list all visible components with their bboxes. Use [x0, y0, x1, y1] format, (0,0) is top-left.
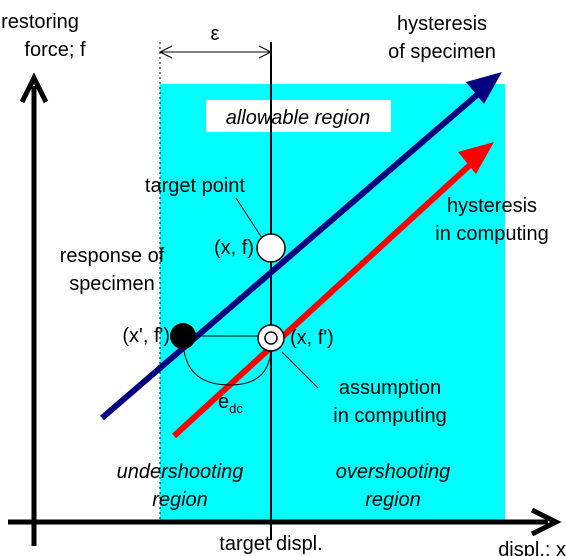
response-point-marker	[170, 323, 196, 349]
y-axis-label-line1: restoring	[1, 11, 79, 33]
assumption-label-line2: in computing	[333, 405, 446, 427]
undershooting-label-line2: region	[152, 489, 208, 511]
assumption-leader	[281, 351, 319, 389]
epsilon-label: ε	[211, 23, 220, 45]
assumption-point-marker-outer	[257, 324, 285, 352]
error-label: edc	[218, 391, 243, 416]
computing-arrowhead	[458, 142, 494, 174]
y-axis-label-line2: force; f	[24, 39, 86, 61]
allowable-label-box	[206, 100, 391, 132]
allowable-region-label: allowable region	[226, 107, 371, 129]
response-point-coord: (x', f')	[122, 325, 170, 347]
overshooting-label-line2: region	[365, 489, 421, 511]
x-axis-arrowhead	[530, 507, 562, 537]
assumption-label-line1: assumption	[339, 377, 441, 399]
epsilon-right-arrowhead	[258, 45, 273, 59]
response-label-line2: specimen	[69, 273, 155, 295]
specimen-arrowhead	[466, 72, 502, 104]
specimen-label-line1: hysteresis	[397, 13, 487, 35]
x-axis-tick-label: target displ.	[219, 533, 322, 555]
assumption-point-marker-inner	[264, 331, 278, 345]
error-subscript: dc	[229, 401, 243, 416]
computing-hysteresis-line	[171, 151, 485, 439]
assumption-point-coord: (x, f')	[290, 327, 334, 349]
target-point-coord: (x, f)	[214, 237, 254, 259]
epsilon-left-arrowhead	[158, 45, 173, 59]
computing-label-line1: hysteresis	[447, 195, 537, 217]
specimen-hysteresis-line	[100, 79, 494, 421]
target-point-leader	[235, 197, 263, 239]
computing-label-line2: in computing	[435, 223, 548, 245]
error-arc	[182, 337, 272, 386]
undershooting-label-line1: undershooting	[117, 461, 244, 483]
allowable-region-fill	[160, 84, 505, 524]
overshooting-label-line1: overshooting	[336, 461, 451, 483]
y-axis-arrowhead	[19, 72, 49, 104]
x-axis-label: displ.; x	[498, 539, 566, 556]
target-point-label: target point	[145, 175, 246, 197]
target-point-marker	[256, 233, 286, 263]
specimen-label-line2: of specimen	[388, 41, 496, 63]
response-label-line1: response of	[60, 245, 165, 267]
